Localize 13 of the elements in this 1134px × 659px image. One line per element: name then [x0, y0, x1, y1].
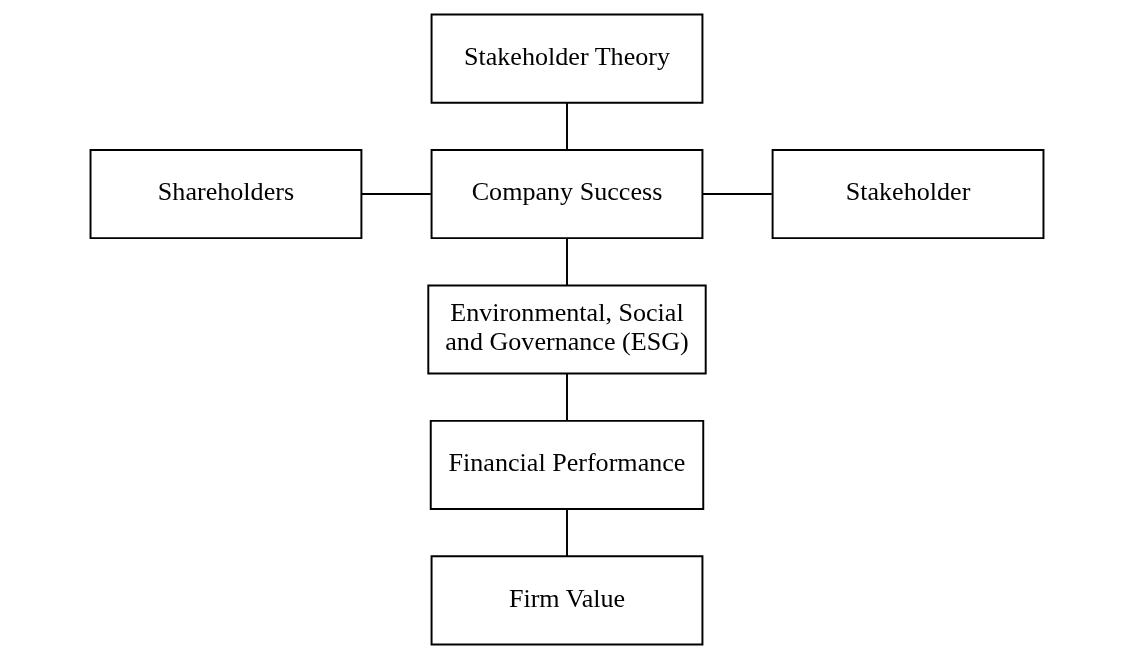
connector — [566, 101, 568, 151]
connector — [566, 372, 568, 422]
node-box: Firm Value — [430, 555, 704, 646]
node-box: Shareholders — [89, 149, 363, 240]
connector — [701, 193, 773, 196]
connector — [566, 237, 568, 287]
node-box: Financial Performance — [429, 419, 705, 510]
node-box: Company Success — [430, 149, 704, 240]
connector — [566, 508, 568, 558]
node-box: Environmental, Social and Governance (ESG) — [427, 284, 707, 375]
node-box: Stakeholder Theory — [430, 13, 704, 104]
connector — [360, 193, 432, 196]
node-box: Stakeholder — [771, 149, 1045, 240]
